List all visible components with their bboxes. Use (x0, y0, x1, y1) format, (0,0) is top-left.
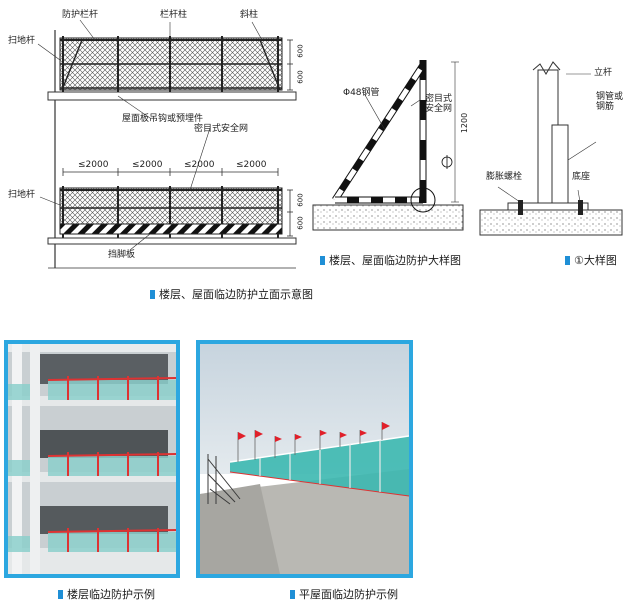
label-safety-net: 密目式安全网 (194, 124, 249, 134)
label-toe-board: 挡脚板 (108, 250, 136, 260)
caption-photo-floor: 楼层临边防护示例 (58, 588, 155, 601)
detail-diagram: Φ48钢管 密目式 安全网 1200 (305, 40, 475, 240)
label-base: 底座 (572, 172, 591, 182)
label-diagonal-post: 斜柱 (240, 10, 259, 20)
caption-mark-icon (565, 256, 570, 265)
caption-detail-text: 楼层、屋面临边防护大样图 (329, 254, 461, 267)
caption-elevation: 楼层、屋面临边防护立面示意图 (150, 288, 313, 301)
caption-elevation-text: 楼层、屋面临边防护立面示意图 (159, 288, 313, 301)
photo-floor-edge (4, 340, 180, 578)
enlarged-diagram: 立杆 钢管或 钢筋 膨胀螺栓 底座 (478, 60, 628, 240)
dim-height: 1200 (460, 112, 470, 134)
label-detail-safety-net: 密目式 安全网 (425, 94, 453, 114)
label-steel-pipe-or-rebar: 钢管或 钢筋 (596, 92, 624, 112)
caption-mark-icon (58, 590, 63, 599)
label-expansion-bolt: 膨胀螺栓 (486, 172, 523, 182)
label-spacing-2: ≤2000 (132, 160, 163, 170)
photo-roof-image (200, 344, 409, 574)
photo-floor-image (8, 344, 176, 574)
label-steel-pipe: Φ48钢管 (343, 88, 380, 98)
caption-photo-roof-text: 平屋面临边防护示例 (299, 588, 398, 601)
elevation-drawing (37, 19, 297, 269)
caption-mark-icon (320, 256, 325, 265)
caption-detail: 楼层、屋面临边防护大样图 (320, 254, 461, 267)
caption-photo-floor-text: 楼层临边防护示例 (67, 588, 155, 601)
label-guard-rail: 防护栏杆 (62, 10, 99, 20)
label-roof-slab-note: 屋面板吊钩或预埋件 (122, 114, 204, 124)
label-sweep-bar-top: 扫地杆 (8, 36, 36, 46)
elevation-diagram: 防护栏杆 栏杆柱 斜柱 扫地杆 屋面板吊钩或预埋件 密目式安全网 ≤2000 ≤… (0, 0, 310, 290)
label-spacing-1: ≤2000 (78, 160, 109, 170)
label-upright: 立杆 (594, 68, 613, 78)
enlarged-drawing (479, 61, 623, 236)
caption-mark-icon (150, 290, 155, 299)
photo-roof-edge (196, 340, 413, 578)
caption-enlarged-text: ①大样图 (574, 254, 617, 267)
label-sweep-bar-bottom: 扫地杆 (8, 190, 36, 200)
label-rail-post: 栏杆柱 (160, 10, 188, 20)
caption-photo-roof: 平屋面临边防护示例 (290, 588, 398, 601)
label-spacing-3: ≤2000 (184, 160, 215, 170)
caption-mark-icon (290, 590, 295, 599)
caption-enlarged: ①大样图 (565, 254, 617, 267)
detail-drawing (312, 60, 464, 231)
label-spacing-4: ≤2000 (236, 160, 267, 170)
